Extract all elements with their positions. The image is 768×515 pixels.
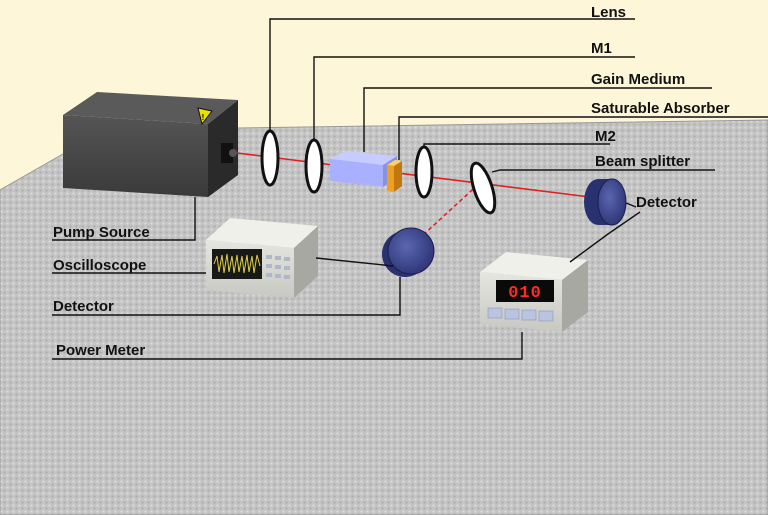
oscilloscope: [206, 218, 318, 298]
oscilloscope-waveform: [213, 253, 261, 274]
power-meter: 010: [480, 252, 588, 332]
detector-right: [584, 178, 627, 226]
detector-left: [382, 227, 435, 277]
label-saturable-absorber: Saturable Absorber: [591, 100, 730, 117]
label-m2: M2: [595, 128, 616, 145]
label-m1: M1: [591, 40, 612, 57]
gain-medium: [330, 151, 397, 187]
beam-splitter: [469, 161, 497, 215]
svg-text:!: !: [202, 113, 205, 122]
pump-aperture: [221, 143, 233, 163]
label-power-meter: Power Meter: [56, 342, 145, 359]
oscilloscope-buttons: [266, 255, 290, 279]
leader-lines: [52, 18, 768, 360]
pump-source: !: [63, 92, 238, 197]
label-lens: Lens: [591, 4, 626, 21]
label-oscilloscope: Oscilloscope: [53, 257, 146, 274]
power-meter-buttons: [487, 307, 554, 322]
laser-beam: [236, 152, 591, 248]
mirror-m1: [304, 138, 324, 194]
label-detector-right: Detector: [636, 194, 697, 211]
lens: [260, 129, 280, 187]
label-detector-left: Detector: [53, 298, 114, 315]
saturable-absorber: [387, 160, 402, 192]
label-beam-splitter: Beam splitter: [595, 153, 690, 170]
label-pump-source: Pump Source: [53, 224, 150, 241]
power-meter-reading: 010: [508, 284, 542, 303]
oscilloscope-screen: [212, 249, 262, 279]
label-gain-medium: Gain Medium: [591, 71, 685, 88]
power-meter-display: [496, 280, 554, 302]
laser-warning-icon: !: [197, 107, 213, 126]
mirror-m2: [414, 145, 434, 199]
